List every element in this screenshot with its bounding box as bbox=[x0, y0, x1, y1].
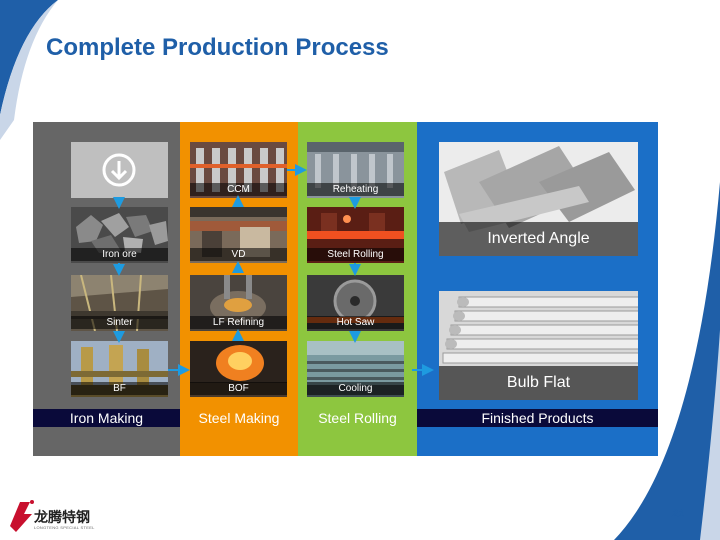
stage-label-steel-making: Steel Making bbox=[180, 409, 298, 427]
product-label: Bulb Flat bbox=[439, 366, 638, 400]
stage-label-iron-making: Iron Making bbox=[69, 410, 144, 426]
company-name: 龙腾特钢 bbox=[34, 509, 90, 525]
company-subtitle: LONGTENG SPECIAL STEEL bbox=[34, 525, 95, 530]
step-label: CCM bbox=[190, 183, 287, 196]
step-label: VD bbox=[190, 248, 287, 261]
stage-label-steel-rolling: Steel Rolling bbox=[298, 409, 417, 427]
company-logo-icon bbox=[10, 500, 34, 532]
tile-vd: VD bbox=[190, 207, 287, 263]
tile-hot-saw: Hot Saw bbox=[307, 275, 404, 331]
step-label: Iron ore bbox=[71, 248, 168, 261]
tile-bf: BF bbox=[71, 341, 168, 397]
step-label: Steel Rolling bbox=[307, 248, 404, 261]
start-tile bbox=[71, 142, 168, 198]
tile-cooling: Cooling bbox=[307, 341, 404, 397]
step-label: Cooling bbox=[307, 382, 404, 395]
tile-ccm: CCM bbox=[190, 142, 287, 198]
step-label: BOF bbox=[190, 382, 287, 395]
product-inverted-angle: Inverted Angle bbox=[439, 142, 638, 256]
tile-reheating: Reheating bbox=[307, 142, 404, 198]
tile-steel-rolling: Steel Rolling bbox=[307, 207, 404, 263]
tile-bof: BOF bbox=[190, 341, 287, 397]
step-label: Sinter bbox=[71, 316, 168, 329]
tile-lf-refining: LF Refining bbox=[190, 275, 287, 331]
step-label: BF bbox=[71, 382, 168, 395]
step-label: Reheating bbox=[307, 183, 404, 196]
product-bulb-flat: Bulb Flat bbox=[439, 291, 638, 400]
stage-label-finished-products: Finished Products bbox=[481, 410, 594, 426]
step-label: LF Refining bbox=[190, 316, 287, 329]
tile-iron-ore: Iron ore bbox=[71, 207, 168, 263]
step-label: Hot Saw bbox=[307, 316, 404, 329]
page-title: Complete Production Process bbox=[46, 34, 389, 61]
tile-sinter: Sinter bbox=[71, 275, 168, 331]
down-arrow-circle-icon bbox=[102, 153, 136, 187]
product-label: Inverted Angle bbox=[439, 222, 638, 256]
page-number: 21 bbox=[672, 508, 685, 520]
